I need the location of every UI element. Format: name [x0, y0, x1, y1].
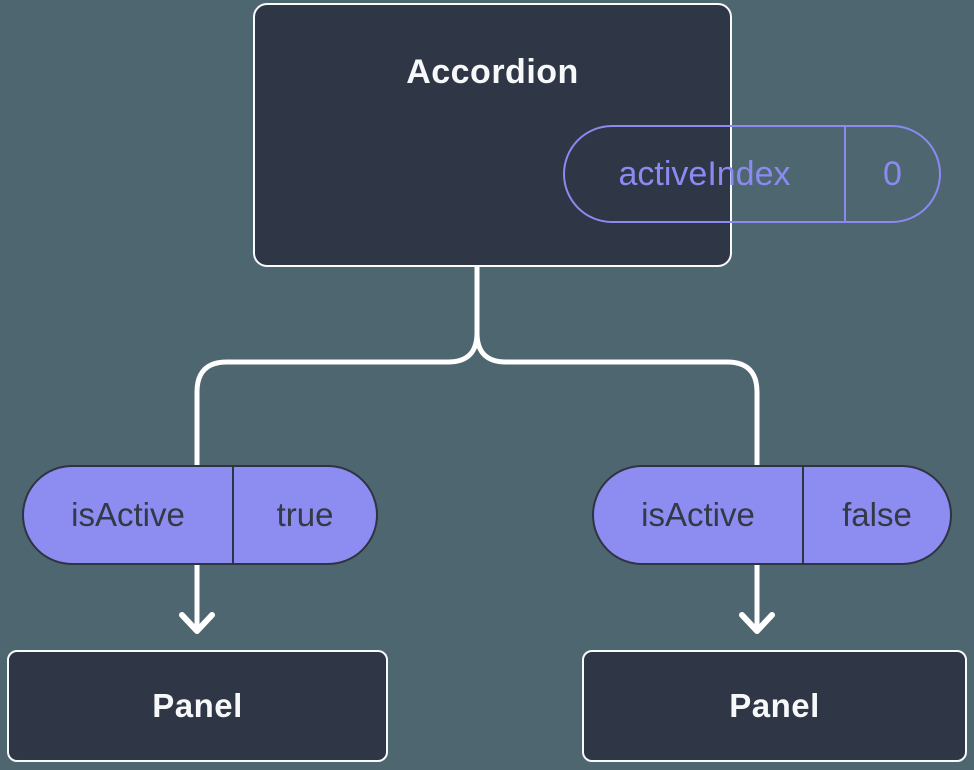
- arrowhead-icon-right: [739, 612, 775, 634]
- arrowhead-icon-left: [179, 612, 215, 634]
- state-value-label: true: [232, 467, 376, 563]
- branch-line-left: [194, 267, 480, 467]
- state-name-label: isActive: [641, 496, 755, 533]
- state-name-label: isActive: [71, 496, 185, 533]
- prop-value-label: 0: [844, 127, 939, 221]
- state-pill-isactive-false: isActive false: [592, 465, 952, 565]
- accordion-node-title: Accordion: [406, 53, 579, 91]
- panel-node-title: Panel: [729, 687, 820, 724]
- branch-line-right: [474, 267, 760, 467]
- panel-node-title: Panel: [152, 687, 243, 724]
- state-value-label: false: [802, 467, 950, 563]
- prop-pill-activeindex: activeIndex 0: [563, 125, 941, 223]
- panel-node-right: Panel: [582, 650, 967, 762]
- prop-name-label: activeIndex: [618, 154, 791, 193]
- accordion-node: Accordion activeIndex 0: [253, 3, 941, 267]
- panel-node-left: Panel: [7, 650, 388, 762]
- state-pill-isactive-true: isActive true: [22, 465, 378, 565]
